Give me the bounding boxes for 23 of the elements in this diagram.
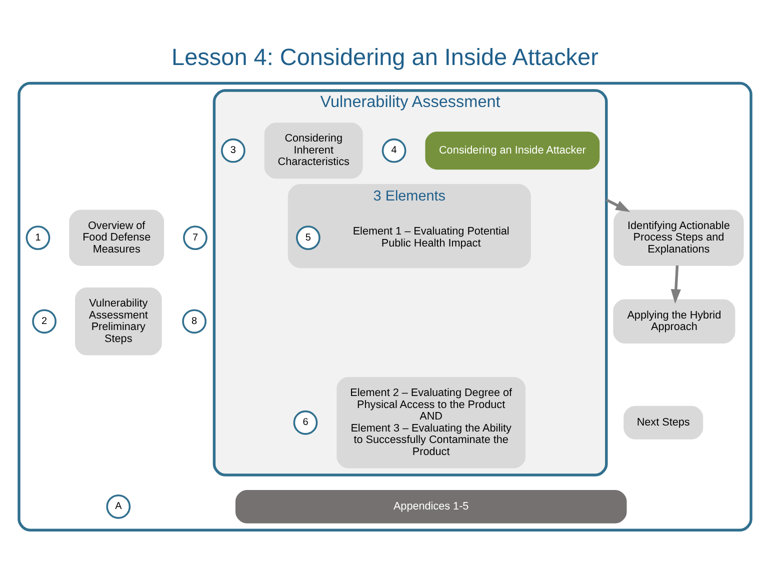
node-box: Next Steps [624, 406, 704, 440]
node-circle: 4 [382, 138, 406, 163]
node-circle: 8 [182, 309, 207, 334]
node-circle: 6 [293, 410, 318, 435]
node-box: Element 2 – Evaluating Degree of Physical Access to the Product AND Element 3 – Evaluating the Ability to Successfully Contaminate the Product [336, 376, 526, 468]
node-circle: 7 [183, 226, 208, 250]
node-circle: A [106, 494, 131, 519]
cluster [18, 82, 752, 532]
node-box: Appendices 1-5 [235, 490, 627, 524]
node-box: Considering Inherent Characteristics [264, 122, 363, 179]
node-text: Element 1 – Evaluating Potential Public Health Impact [352, 226, 510, 250]
node-box: Overview of Food Defense Measures [69, 210, 164, 266]
arrow [606, 198, 630, 212]
node-circle: 3 [220, 138, 246, 163]
node-box: Applying the Hybrid Approach [613, 299, 736, 344]
node-box: Vulnerability Assessment Preliminary Steps [75, 288, 162, 356]
node-circle: 5 [296, 226, 320, 250]
node-circle: 1 [26, 226, 50, 250]
node-circle: 2 [32, 309, 56, 334]
node-box: Identifying Actionable Process Steps and Explanations [614, 210, 744, 266]
arrow [670, 265, 681, 304]
node-box: Considering an Inside Attacker [425, 132, 600, 170]
diagram-title: Lesson 4: Considering an Inside Attacker [172, 44, 598, 70]
